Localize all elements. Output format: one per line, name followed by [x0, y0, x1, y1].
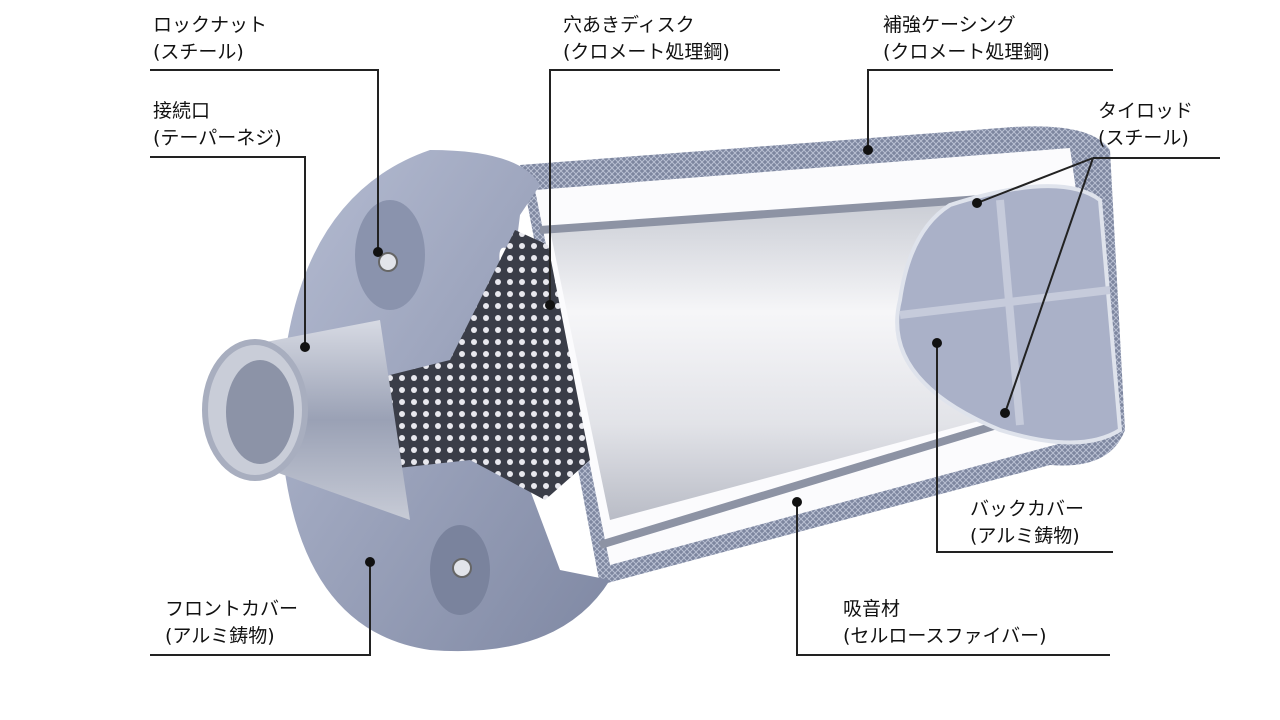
label-reinforced-casing: 補強ケーシング (クロメート処理鋼): [883, 12, 1050, 66]
label-name: ロックナット: [153, 14, 268, 36]
label-front-cover: フロントカバー (アルミ鋳物): [165, 596, 298, 650]
label-name: 穴あきディスク: [563, 14, 695, 36]
perforated-disc-shape: [370, 230, 590, 500]
label-name: 吸音材: [843, 598, 901, 620]
label-material: (クロメート処理鋼): [883, 41, 1050, 63]
back-cover-shape: [895, 184, 1123, 445]
label-material: (アルミ鋳物): [165, 625, 275, 647]
label-tie-rod: タイロッド (スチール): [1098, 98, 1193, 152]
inlet-pipe: [202, 320, 410, 520]
label-name: フロントカバー: [165, 598, 299, 620]
label-material: (クロメート処理鋼): [563, 41, 730, 63]
label-material: (セルロースファイバー): [843, 625, 1047, 647]
label-material: (スチール): [1098, 127, 1189, 149]
front-cover-shape: [280, 150, 610, 652]
label-material: (スチール): [153, 41, 244, 63]
label-sound-absorber: 吸音材 (セルロースファイバー): [843, 596, 1047, 650]
label-name: タイロッド: [1098, 100, 1194, 122]
label-material: (テーパーネジ): [153, 127, 282, 149]
leader-lines: [150, 69, 1220, 656]
label-name: バックカバー: [970, 498, 1085, 520]
label-name: 接続口: [153, 100, 211, 122]
label-back-cover: バックカバー (アルミ鋳物): [970, 496, 1084, 550]
label-name: 補強ケーシング: [883, 14, 1016, 36]
label-perforated-disc: 穴あきディスク (クロメート処理鋼): [563, 12, 730, 66]
leader-dots: [300, 145, 1010, 567]
label-connection-port: 接続口 (テーパーネジ): [153, 98, 282, 152]
label-material: (アルミ鋳物): [970, 525, 1080, 547]
label-lock-nut: ロックナット (スチール): [153, 12, 267, 66]
